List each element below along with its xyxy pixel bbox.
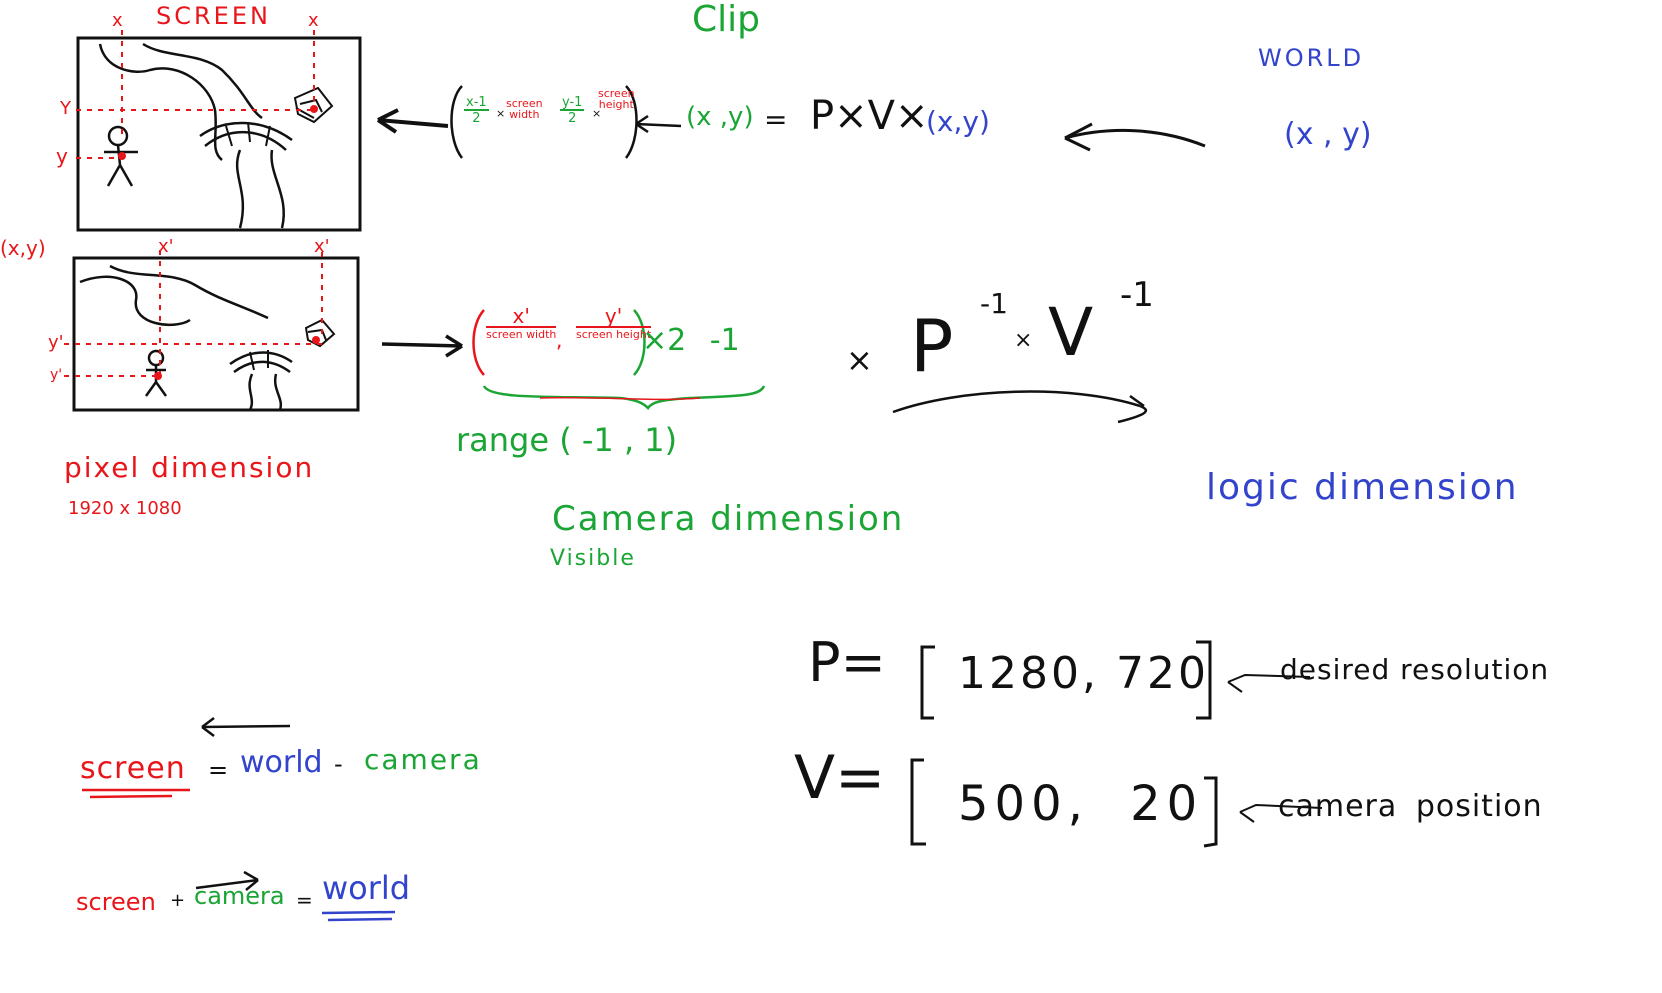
bottom-times: × [846, 341, 873, 379]
range-brace [482, 385, 766, 410]
v-equation-note: camera position [1278, 789, 1543, 824]
pixel-resolution: 1920 x 1080 [68, 498, 182, 519]
screen-frame-bottom [72, 256, 360, 412]
v-inverse-exp: -1 [1120, 275, 1154, 315]
p-inverse: P [910, 304, 954, 388]
range-label: range ( -1 , 1) [456, 421, 678, 459]
visible-label: Visible [550, 546, 636, 571]
top-times-1: × [496, 107, 506, 120]
screen-axis-y-lower: y [56, 144, 68, 168]
camera-dimension-label: Camera dimension [552, 499, 905, 539]
screen-axis-x-right: x [308, 10, 319, 31]
screen-points-top [118, 105, 318, 160]
pv-product: P×V× [810, 93, 929, 139]
eq1-minus: - [334, 750, 343, 778]
clip-label: Clip [692, 0, 760, 40]
v-equation-label: V= [794, 743, 886, 813]
arrows [195, 108, 1323, 891]
eq1-world: world [240, 745, 323, 780]
eq1-camera: camera [364, 743, 482, 776]
pixel-dimension-label: pixel dimension [64, 451, 315, 484]
bottom-comma: , [556, 328, 563, 352]
eq1-equals: = [208, 756, 229, 784]
world-point: (x,y) [926, 105, 990, 138]
top-equals: = [764, 103, 788, 136]
eq2-plus: + [170, 890, 186, 911]
screen-axis-y-upper: Y [60, 98, 71, 119]
matrix-brackets [910, 640, 1218, 848]
world-label: WORLD [1258, 44, 1365, 72]
bottom-frac-y: y' screen height [576, 304, 652, 341]
prime-x-right: x' [314, 236, 330, 257]
world-xy: (x , y) [1284, 117, 1372, 152]
bottom-scale: ×2 -1 [642, 323, 740, 358]
top-times-2: × [592, 107, 602, 120]
p-equation-note: desired resolution [1280, 653, 1550, 686]
screen-points-bottom [154, 336, 320, 380]
screen-frame-top [76, 36, 362, 232]
eq2-world: world [322, 869, 411, 907]
eq2-equals: = [296, 888, 313, 912]
prime-y-lower: y' [50, 367, 63, 383]
eq2-camera: camera [194, 882, 285, 910]
clip-xy: (x ,y) [686, 102, 754, 132]
formula-parens [450, 85, 646, 376]
p-inverse-exp: -1 [980, 287, 1008, 320]
v-equation-value: 500, 20 [958, 776, 1204, 832]
p-equation-value: 1280, 720 [958, 648, 1209, 699]
prime-x-left: x' [158, 236, 174, 257]
logic-dimension-label: logic dimension [1206, 467, 1519, 508]
v-inverse: V [1048, 294, 1094, 371]
range-brace-accent [539, 396, 701, 401]
eq1-screen: screen [80, 751, 186, 786]
screen-guides-bottom [64, 250, 323, 377]
point-xy-label: (x,y) [0, 236, 46, 260]
bottom-frac-x: x' screen width [486, 304, 557, 341]
eq2-screen: screen [76, 888, 156, 916]
underlines [82, 788, 396, 922]
screen-title: SCREEN [156, 2, 271, 30]
p-equation-label: P= [808, 631, 886, 694]
screen-axis-x-left: x [112, 10, 123, 31]
screen-guides-top [76, 30, 315, 159]
inverse-dot: × [1014, 328, 1033, 353]
prime-y-upper: y' [48, 332, 64, 353]
